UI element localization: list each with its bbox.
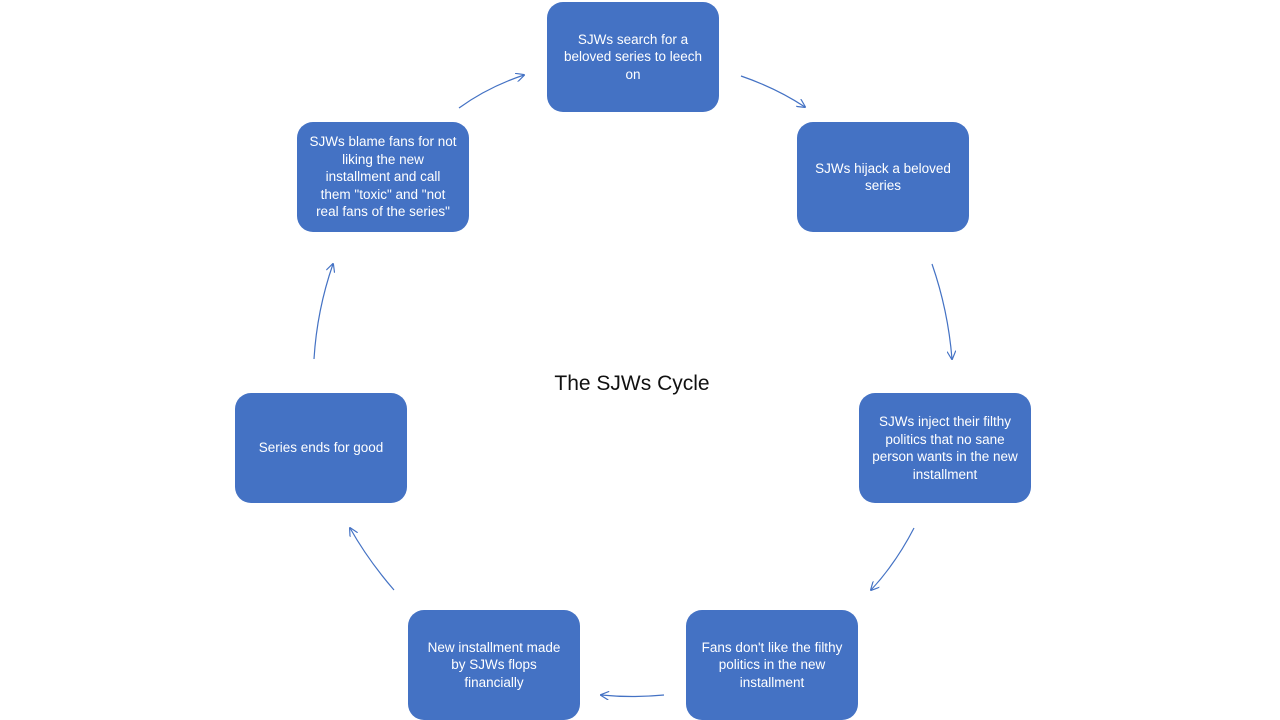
node-label: Fans don't like the filthy politics in t… [701, 639, 843, 690]
cycle-node-inject-politics: SJWs inject their filthy politics that n… [859, 393, 1031, 503]
cycle-node-fans-dislike: Fans don't like the filthy politics in t… [686, 610, 858, 720]
diagram-title: The SJWs Cycle [554, 372, 710, 395]
arrow-n6-to-n0 [458, 75, 524, 109]
cycle-node-blame-fans: SJWs blame fans for not liking the new i… [297, 122, 469, 232]
node-label: SJWs search for a beloved series to leec… [563, 31, 703, 82]
arrow-n0-to-n1 [740, 75, 805, 107]
arrow-n3-to-n4 [601, 695, 665, 697]
cycle-node-flops: New installment made by SJWs flops finan… [408, 610, 580, 720]
arrow-n4-to-n5 [350, 528, 395, 591]
arrow-n2-to-n3 [871, 527, 915, 590]
cycle-node-series-ends: Series ends for good [235, 393, 407, 503]
node-label: SJWs blame fans for not liking the new i… [309, 134, 457, 220]
node-label: New installment made by SJWs flops finan… [427, 639, 561, 690]
arrow-n1-to-n2 [931, 263, 952, 359]
node-label: SJWs inject their filthy politics that n… [872, 414, 1018, 482]
cycle-node-hijack: SJWs hijack a beloved series [797, 122, 969, 232]
arrow-n5-to-n6 [313, 264, 333, 360]
node-label: SJWs hijack a beloved series [815, 160, 951, 194]
node-label: Series ends for good [258, 440, 384, 456]
cycle-node-search: SJWs search for a beloved series to leec… [547, 2, 719, 112]
